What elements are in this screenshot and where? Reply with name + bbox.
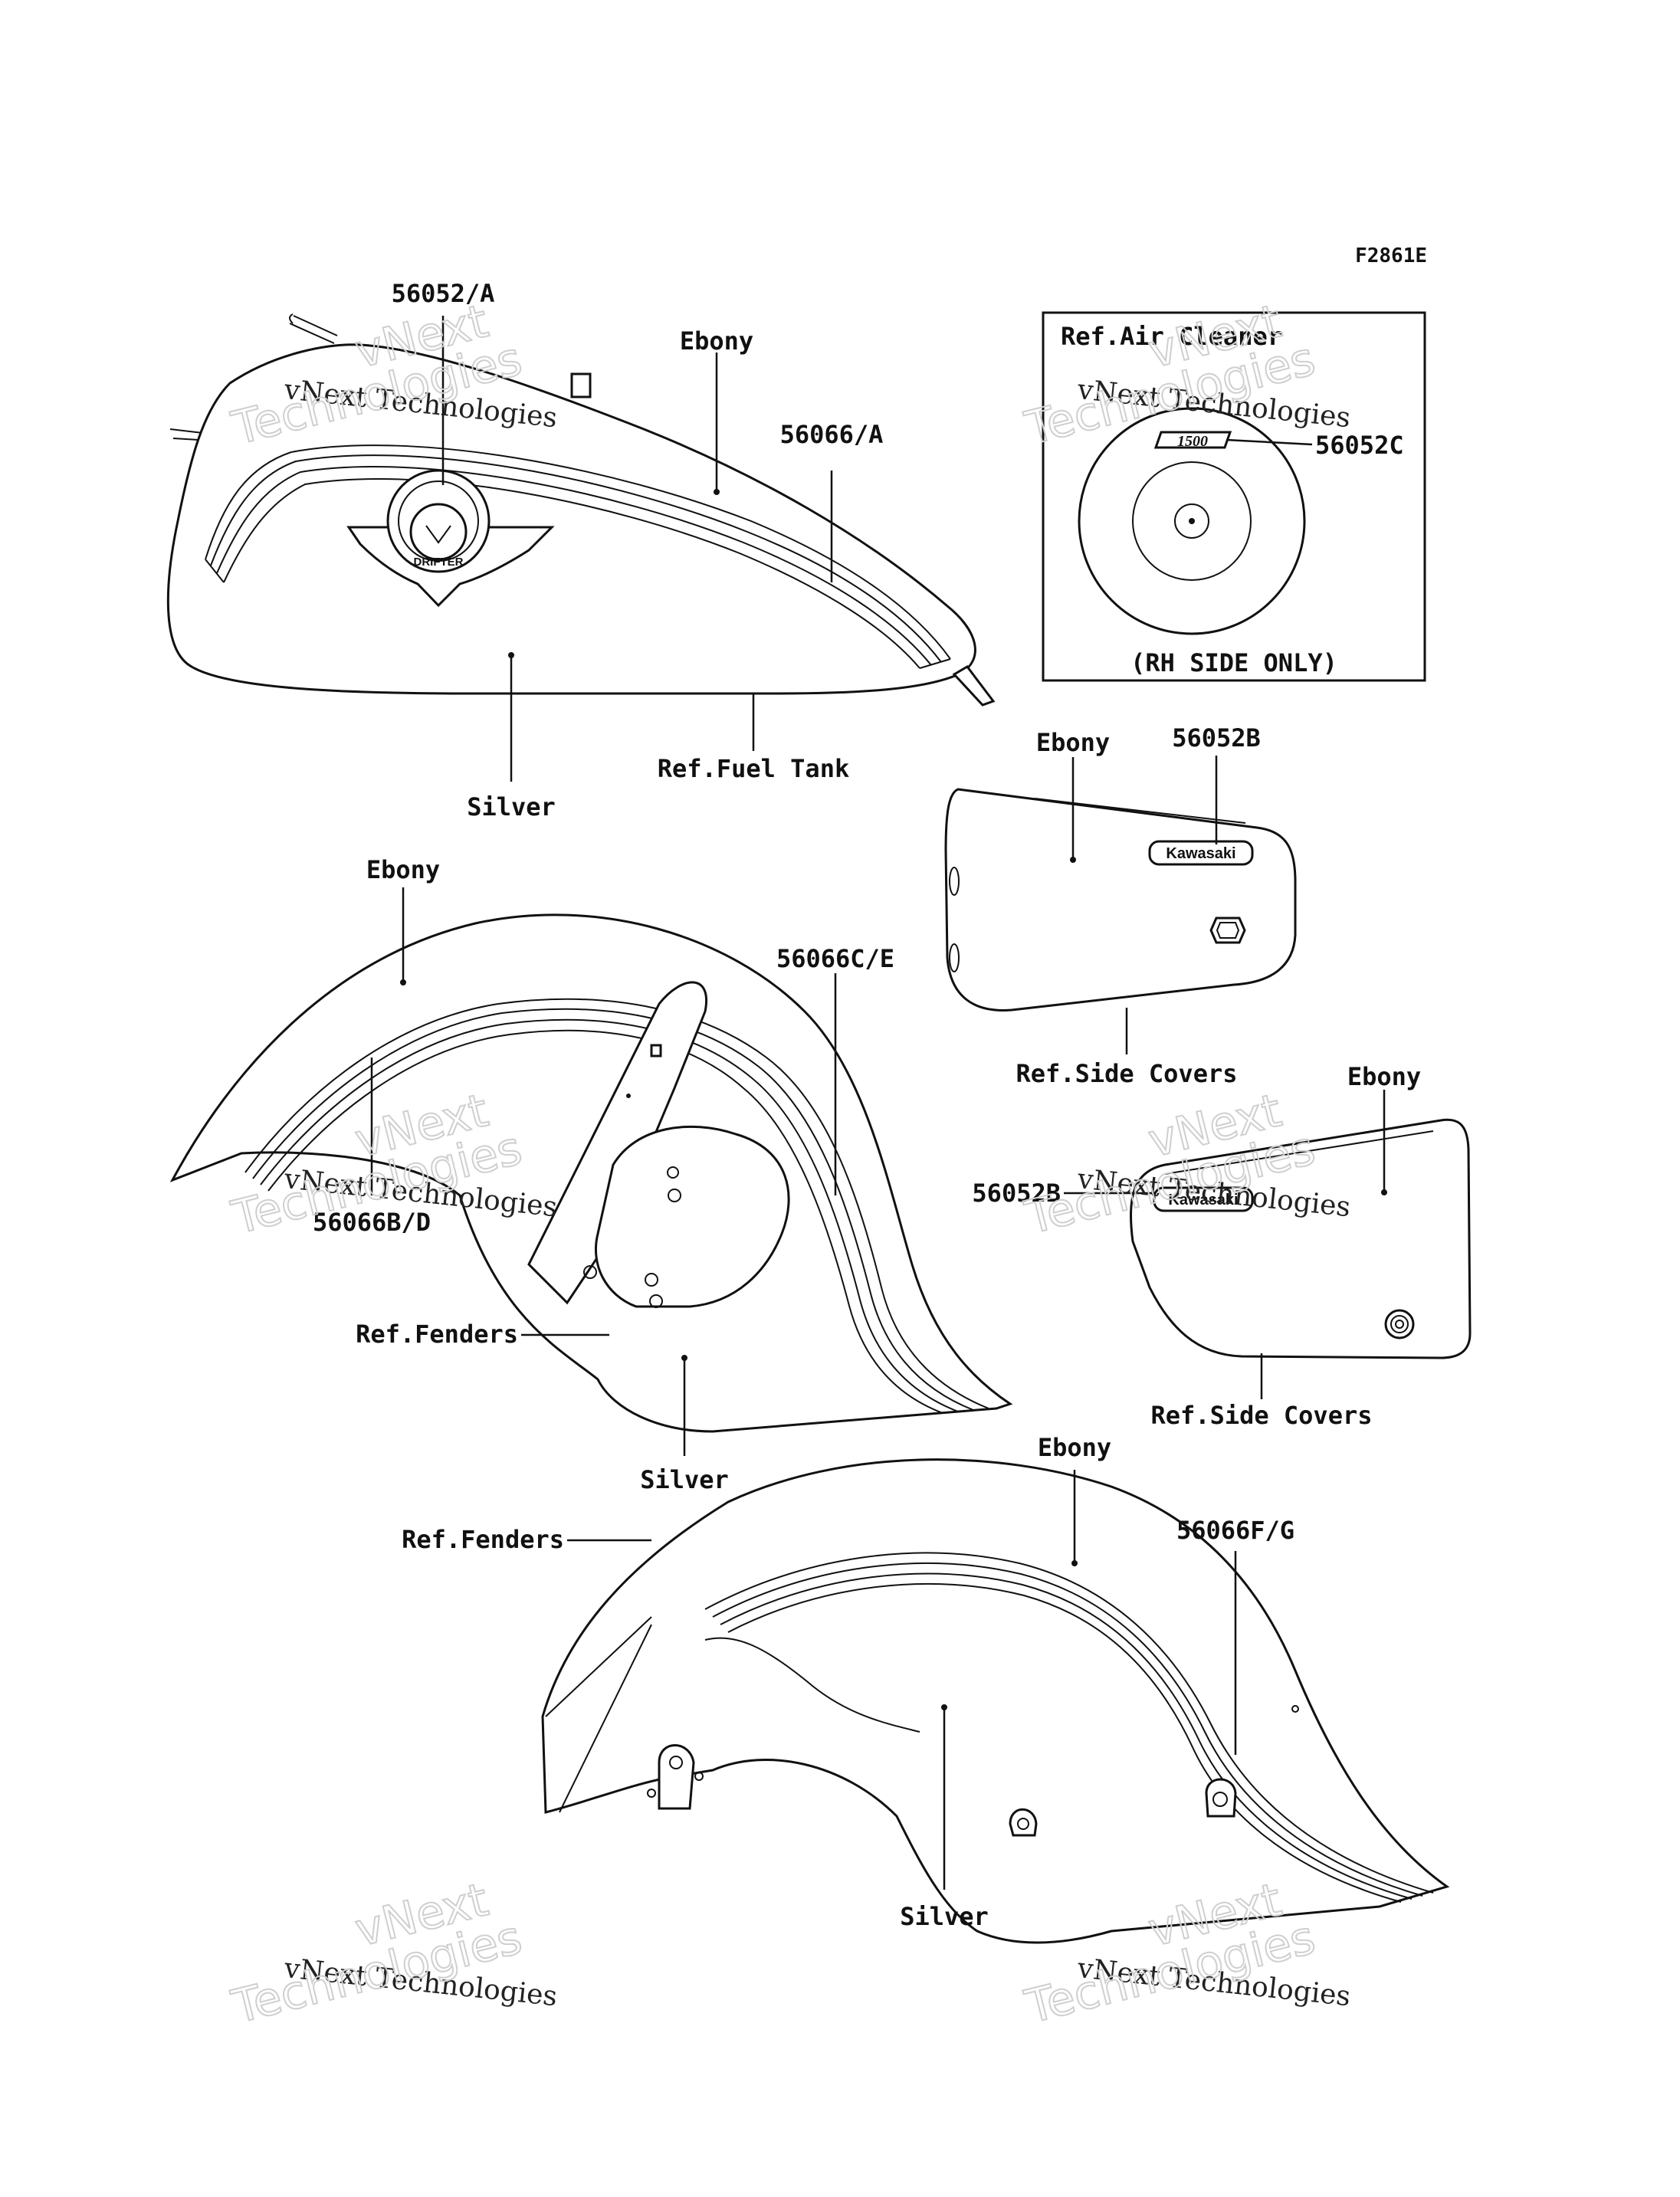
- side-cover-lower-ebony-label: Ebony: [1347, 1062, 1421, 1091]
- part-56066-a-label: 56066/A: [780, 420, 884, 449]
- figure-code: F2861E: [1355, 244, 1427, 267]
- front-fender-silver-label: Silver: [640, 1465, 729, 1494]
- side-cover-upper: Kawasaki: [944, 788, 1297, 1012]
- side-cover-upper-ebony-label: Ebony: [1036, 728, 1110, 757]
- watermark-5: vNext vNext Technologies Technologies: [226, 1872, 559, 2035]
- logo-text-upper: Kawasaki: [1166, 845, 1235, 862]
- part-56066f-g-label: 56066F/G: [1176, 1516, 1294, 1545]
- emblem-text: DRIFTER: [414, 556, 464, 569]
- part-56052c-label: 56052C: [1315, 431, 1404, 460]
- side-cover-lower-callouts: Ebony 56052B Ref.Side Covers: [972, 1062, 1421, 1430]
- part-56066b-d-label: 56066B/D: [313, 1208, 431, 1237]
- ref-fenders-front-label: Ref.Fenders: [356, 1320, 518, 1349]
- 1500-badge: 1500: [1153, 431, 1232, 450]
- part-56052b-lower-label: 56052B: [972, 1179, 1061, 1208]
- rear-fender: [541, 1458, 1450, 1944]
- kawasaki-logo-upper: Kawasaki: [1148, 840, 1254, 866]
- rh-side-only-label: (RH SIDE ONLY): [1130, 648, 1337, 677]
- ref-side-covers-lower-label: Ref.Side Covers: [1151, 1401, 1373, 1430]
- tank-silver-label: Silver: [467, 792, 556, 821]
- part-56066c-e-label: 56066C/E: [776, 944, 894, 973]
- kawasaki-logo-lower: Kawasaki: [1153, 1186, 1254, 1212]
- front-fender-ebony-label: Ebony: [366, 855, 440, 884]
- front-fender: [169, 913, 1013, 1433]
- rear-fender-silver-label: Silver: [900, 1902, 989, 1931]
- tank-ebony-label: Ebony: [680, 326, 753, 356]
- rear-fender-ebony-label: Ebony: [1038, 1433, 1111, 1462]
- air-cleaner-panel: 1500 Ref.Air Cleaner 56052C (RH SIDE ONL…: [1042, 311, 1426, 682]
- part-56052b-upper-label: 56052B: [1172, 723, 1261, 753]
- ref-fuel-tank-label: Ref.Fuel Tank: [658, 754, 849, 783]
- side-cover-upper-callouts: Ebony 56052B Ref.Side Covers: [1016, 723, 1261, 1088]
- ref-fenders-rear-label: Ref.Fenders: [402, 1525, 564, 1554]
- badge-text: 1500: [1177, 433, 1208, 450]
- fuel-tank: DRIFTER: [166, 313, 996, 707]
- ref-side-covers-upper-label: Ref.Side Covers: [1016, 1059, 1238, 1088]
- rear-fender-callouts: Ebony 56066F/G Ref.Fenders Silver: [402, 1433, 1294, 1931]
- fuel-tank-callouts: 56052/A Ebony 56066/A Silver Ref.Fuel Ta…: [392, 279, 884, 821]
- front-fender-callouts: Ebony 56066C/E 56066B/D Ref.Fenders Silv…: [313, 855, 894, 1494]
- drifter-emblem: DRIFTER: [346, 469, 555, 608]
- logo-text-lower: Kawasaki: [1168, 1192, 1238, 1208]
- side-cover-lower: Kawasaki: [1130, 1118, 1472, 1359]
- ref-air-cleaner-label: Ref.Air Cleaner: [1061, 322, 1282, 351]
- part-56052-a-label: 56052/A: [392, 279, 495, 308]
